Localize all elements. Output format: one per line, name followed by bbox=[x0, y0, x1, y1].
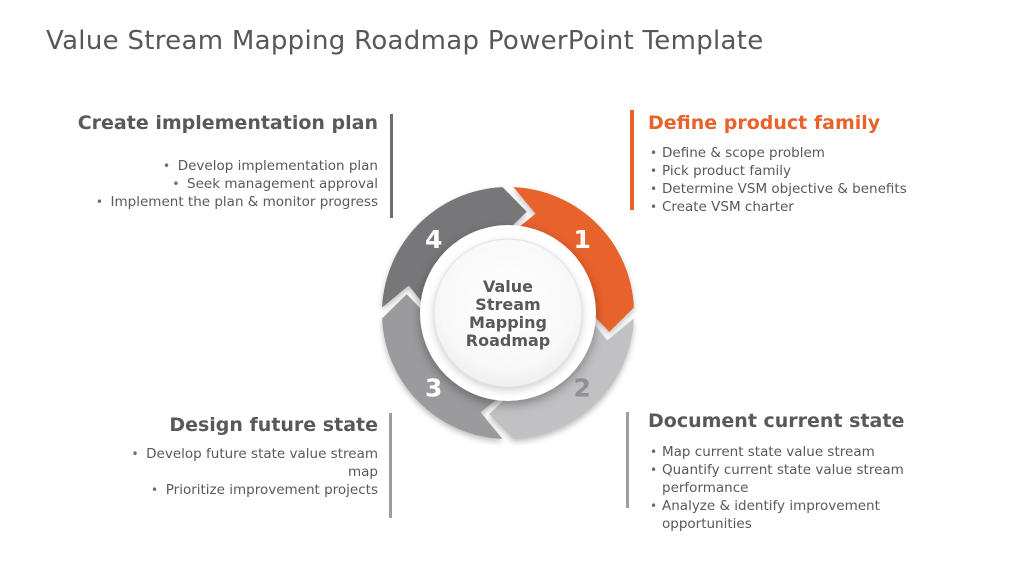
center-label-line: Mapping bbox=[469, 313, 547, 332]
section-define-product-family: Define product family Define & scope pro… bbox=[648, 112, 958, 216]
section-heading: Design future state bbox=[169, 414, 378, 436]
bullet-item: Map current state value stream bbox=[648, 443, 948, 461]
segment-number-3: 3 bbox=[425, 373, 442, 402]
bullet-item: Create VSM charter bbox=[648, 198, 958, 216]
slide-title: Value Stream Mapping Roadmap PowerPoint … bbox=[46, 26, 764, 56]
bullet-item: Quantify current state value stream perf… bbox=[648, 461, 948, 497]
section-create-implementation-plan: Create implementation plan Develop imple… bbox=[48, 112, 378, 211]
bullet-list: Map current state value stream Quantify … bbox=[648, 443, 948, 533]
bullet-list: Define & scope problem Pick product fami… bbox=[648, 144, 958, 216]
section-heading: Create implementation plan bbox=[77, 112, 378, 134]
bullet-item: Analyze & identify improvement opportuni… bbox=[648, 497, 948, 533]
bullet-item: Prioritize improvement projects bbox=[113, 481, 378, 499]
bullet-item: Develop future state value stream map bbox=[113, 445, 378, 481]
center-label-line: Roadmap bbox=[466, 331, 550, 350]
divider-top-left bbox=[390, 114, 393, 218]
center-label-line: Value bbox=[483, 277, 533, 296]
segment-number-2: 2 bbox=[574, 373, 591, 402]
segment-number-1: 1 bbox=[574, 225, 591, 254]
bullet-item: Determine VSM objective & benefits bbox=[648, 180, 958, 198]
section-document-current-state: Document current state Map current state… bbox=[648, 410, 948, 533]
divider-bottom-right bbox=[626, 412, 629, 508]
section-heading: Document current state bbox=[648, 410, 905, 432]
cycle-diagram: 1 2 3 4 Value Stream Mapping Roadmap bbox=[382, 187, 634, 439]
center-label-line: Stream bbox=[475, 295, 540, 314]
segment-number-4: 4 bbox=[425, 225, 442, 254]
divider-bottom-left bbox=[389, 413, 392, 518]
center-circle bbox=[433, 238, 583, 388]
bullet-item: Seek management approval bbox=[48, 175, 378, 193]
bullet-item: Define & scope problem bbox=[648, 144, 958, 162]
section-heading: Define product family bbox=[648, 112, 881, 134]
bullet-list: Develop implementation plan Seek managem… bbox=[48, 157, 378, 211]
section-design-future-state: Design future state Develop future state… bbox=[113, 414, 378, 499]
bullet-item: Develop implementation plan bbox=[48, 157, 378, 175]
divider-top-right bbox=[630, 110, 634, 210]
bullet-item: Pick product family bbox=[648, 162, 958, 180]
bullet-item: Implement the plan & monitor progress bbox=[48, 193, 378, 211]
bullet-list: Develop future state value stream map Pr… bbox=[113, 445, 378, 499]
